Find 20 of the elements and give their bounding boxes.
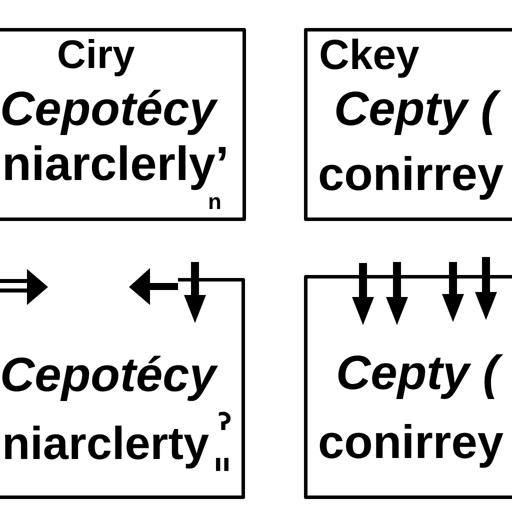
text-box (304, 28, 512, 221)
heading-text: Ciry (57, 35, 135, 75)
arrow (442, 262, 464, 322)
arrow (386, 262, 408, 325)
heading-text: Ckey (319, 34, 420, 76)
box-text: niarclerty (2, 420, 210, 466)
text-mark: n (208, 191, 222, 213)
text-box (0, 278, 245, 499)
arrow (352, 263, 374, 325)
text-mark: ıı (214, 451, 230, 475)
text-box (304, 275, 512, 499)
box-text: Cepotécy (0, 86, 219, 134)
arrow (475, 257, 497, 320)
box-text: niarclerly’ (2, 141, 229, 189)
box-text: Cepty ( (336, 350, 506, 398)
text-box (0, 28, 246, 221)
arrow (184, 262, 206, 323)
text-mark: ʔ (218, 410, 232, 434)
box-text: Cepotécy (0, 352, 219, 400)
box-text: Cepty ( (334, 86, 504, 134)
